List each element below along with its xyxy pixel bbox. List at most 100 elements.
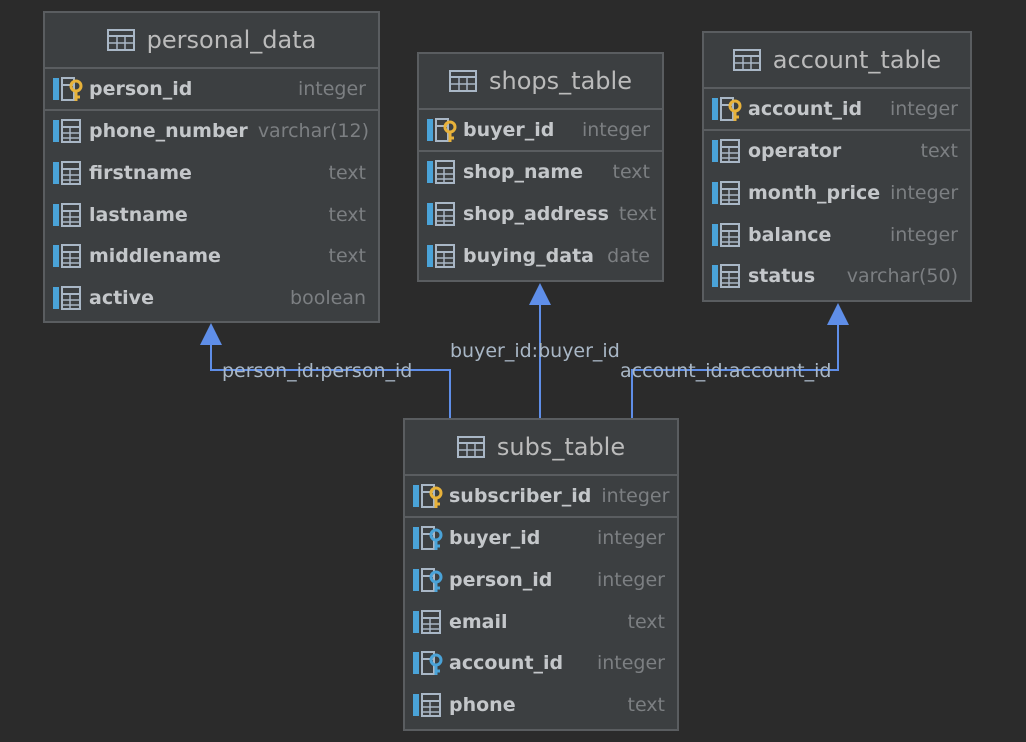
column-type: text [627,610,666,633]
table-header[interactable]: personal_data [45,13,378,69]
column-name: phone [449,693,516,716]
table-header[interactable]: subs_table [405,420,677,476]
column-icon [710,137,744,165]
table-icon [732,49,761,71]
column-icon [411,691,445,719]
column-list: person_id integer phone_number varchar(12) f… [45,69,378,319]
column-type: integer [889,97,958,120]
column-type: varchar(12) [257,120,370,143]
column-row-firstname[interactable]: firstname text [45,152,378,194]
column-row-account-id[interactable]: account_id integer [704,89,970,131]
column-name: month_price [748,181,881,204]
column-icon [425,200,459,228]
table-header[interactable]: account_table [704,33,970,89]
column-type: text [328,203,367,226]
table-title: shops_table [489,67,632,95]
column-type: text [618,202,657,225]
column-name: subscriber_id [449,484,592,507]
column-row-phone-number[interactable]: phone_number varchar(12) [45,111,378,153]
column-name: account_id [449,652,564,675]
column-name: buyer_id [449,527,541,550]
link-account-arrow [827,303,849,325]
column-row-account-id[interactable]: account_id integer [405,642,677,684]
column-icon [710,179,744,207]
column-type: integer [889,223,958,246]
column-type: integer [297,77,366,100]
table-title: personal_data [146,26,317,54]
column-row-month-price[interactable]: month_price integer [704,172,970,214]
column-name: buyer_id [463,118,555,141]
column-name: phone_number [89,120,248,143]
column-name: balance [748,223,832,246]
primary-key-icon [411,482,445,510]
column-name: active [89,286,154,309]
column-name: account_id [748,97,863,120]
table-icon [456,436,485,458]
column-name: firstname [89,161,192,184]
column-row-lastname[interactable]: lastname text [45,194,378,236]
foreign-key-icon [411,566,445,594]
column-icon [425,158,459,186]
link-label-account: account_id:account_id [620,360,832,382]
column-type: text [920,140,959,163]
column-icon [411,608,445,636]
column-row-person-id[interactable]: person_id integer [45,69,378,111]
column-row-balance[interactable]: balance integer [704,214,970,256]
table-header[interactable]: shops_table [419,54,662,110]
column-type: text [612,161,651,184]
column-name: buying_data [463,244,594,267]
column-type: text [627,693,666,716]
column-row-buyer-id[interactable]: buyer_id integer [419,110,662,152]
column-icon [51,117,85,145]
column-icon [51,201,85,229]
column-row-phone[interactable]: phone text [405,684,677,726]
link-label-person: person_id:person_id [222,360,413,382]
table-icon [106,29,135,51]
foreign-key-icon [411,524,445,552]
column-name: person_id [89,77,193,100]
table-icon [449,70,478,92]
table-personal-data[interactable]: personal_data person_id integer phone_numb… [43,11,380,323]
column-name: lastname [89,203,188,226]
link-label-buyer: buyer_id:buyer_id [450,340,620,362]
column-icon [51,159,85,187]
link-label-buyer-text: buyer_id:buyer_id [450,340,620,362]
column-name: shop_address [463,202,609,225]
link-buyer-arrow [529,283,551,305]
column-row-active[interactable]: active boolean [45,277,378,319]
link-person-arrow [200,323,222,345]
column-type: integer [596,568,665,591]
primary-key-icon [51,75,85,103]
column-icon [51,242,85,270]
column-icon [710,262,744,290]
column-type: text [328,161,367,184]
column-name: middlename [89,245,221,268]
foreign-key-icon [411,649,445,677]
column-name: operator [748,140,842,163]
column-type: integer [596,652,665,675]
column-row-operator[interactable]: operator text [704,131,970,173]
column-type: boolean [290,286,366,309]
primary-key-icon [425,116,459,144]
table-title: subs_table [496,433,626,461]
column-type: integer [890,181,959,204]
column-row-shop-address[interactable]: shop_address text [419,193,662,235]
primary-key-icon [710,95,744,123]
column-type: varchar(50) [846,265,958,288]
column-type: integer [581,118,650,141]
column-icon [710,221,744,249]
